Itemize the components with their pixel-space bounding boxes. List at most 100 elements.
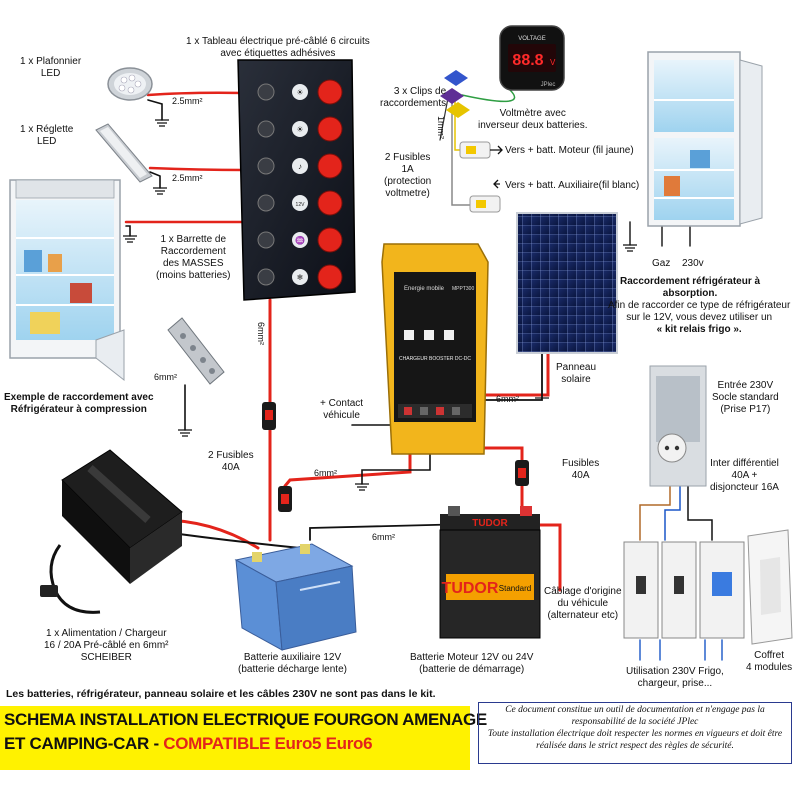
label-reglette: 1 x Réglette LED	[20, 124, 73, 148]
label-line: Raccordement réfrigérateur à	[620, 276, 761, 287]
label-batt-aux: Batterie auxiliaire 12V (batterie déchar…	[238, 652, 347, 676]
wire-gauge-label: 6mm²	[372, 532, 395, 542]
wire-230-b	[664, 479, 681, 541]
wire-voltmeter-3	[451, 99, 471, 206]
label-entree-230: Entrée 230V Socle standard (Prise P17)	[712, 380, 779, 416]
label-fusibles-40a-left: 2 Fusibles 40A	[208, 450, 254, 474]
label-absorption-body: Afin de raccorder ce type de réfrigérate…	[608, 300, 790, 336]
label-line: Afin de raccorder ce type de réfrigérate…	[608, 300, 791, 311]
wire-solar-black	[463, 351, 543, 401]
label-panneau: Panneau solaire	[556, 362, 596, 386]
label-line: Fusibles	[562, 458, 600, 469]
wire-voltmeter-4	[439, 97, 449, 141]
wire-reglette-black	[149, 171, 161, 189]
label-plafonnier: 1 x Plafonnier LED	[20, 56, 81, 80]
wire-gauge-label: 6mm²	[496, 394, 519, 404]
panel-circuit-icon	[292, 84, 308, 100]
label-line: LED	[40, 68, 61, 79]
tudor-label: Standard	[499, 584, 531, 593]
booster-dc-dc: Energie mobile MPPT300 CHARGEUR BOOSTER …	[381, 243, 489, 455]
label-line: Exemple de raccordement avec	[4, 392, 154, 403]
solar-panel	[516, 212, 618, 354]
ground-symbols	[123, 119, 637, 491]
label-line: (alternateur etc)	[547, 610, 619, 621]
tudor-top: TUDOR	[472, 518, 508, 529]
label-line: du véhicule	[557, 598, 609, 609]
panel-circuit-icon	[292, 195, 308, 211]
wire-gauge-label: 2.5mm²	[172, 96, 203, 106]
wire-fridge-black	[125, 225, 131, 237]
wire-origin	[538, 523, 562, 592]
label-line: Batterie auxiliaire 12V	[243, 652, 342, 663]
label-line: (batterie décharge lente)	[238, 664, 347, 675]
panel-circuit-row: ♪	[257, 153, 343, 179]
label-line: (batterie de démarrage)	[419, 664, 525, 675]
panel-circuit-row: ♒	[257, 227, 343, 253]
fridge-compression	[9, 179, 125, 382]
label-230v: 230v	[682, 258, 704, 269]
booster-brand: Energie mobile	[404, 286, 445, 292]
fridge-absorption	[647, 51, 763, 227]
coffret-4-modules	[747, 529, 793, 645]
title-line-2-compat: COMPATIBLE Euro5 Euro6	[163, 734, 373, 753]
arrow-icon	[493, 179, 500, 189]
ground-icon	[155, 119, 169, 127]
label-line: Voltmètre avec	[499, 108, 566, 119]
title-box	[0, 706, 470, 770]
label-line: Coffret	[754, 650, 784, 661]
label-inter-diff: Inter différentiel 40A + disjoncteur 16A	[710, 458, 779, 494]
panel-circuit-glyph: ❄	[297, 273, 304, 282]
wire-230-d	[639, 639, 723, 661]
voltmeter-brand: JPlec	[541, 82, 556, 88]
title-line-1: SCHEMA INSTALLATION ELECTRIQUE FOURGON A…	[4, 710, 487, 729]
notice-line: Toute installation électrique doit respe…	[487, 729, 783, 739]
label-line: 1 x Réglette	[20, 124, 74, 135]
label-batt-moteur-jaune: Vers + batt. Moteur (fil jaune)	[505, 145, 634, 156]
voltmeter-reading: 88.8	[512, 52, 543, 69]
label-gaz: Gaz	[652, 258, 671, 269]
panel-circuit-icon	[292, 232, 308, 248]
panel-fuse	[257, 268, 275, 286]
panel-circuit-icon	[292, 121, 308, 137]
label-voltmetre: Voltmètre avec inverseur deux batteries.	[478, 108, 588, 132]
wire-reglette-red	[148, 166, 247, 172]
notice-line: responsabilité de la société JPlec	[571, 717, 699, 727]
panel-circuit-row: 12V	[257, 190, 343, 216]
label-line: LED	[36, 136, 57, 147]
label-coffret: Coffret 4 modules	[746, 650, 792, 674]
label-barrette: 1 x Barrette de Raccordement des MASSES …	[156, 234, 230, 282]
label-cablage: Câblage d'origine du véhicule (alternate…	[544, 586, 622, 622]
booster-label: CHARGEUR BOOSTER DC-DC	[399, 356, 471, 362]
panel-circuit-glyph: ☀	[296, 125, 303, 134]
reglette-led	[95, 123, 153, 183]
label-fusibles-40a-right: Fusibles 40A	[562, 458, 599, 482]
label-line: + Contact	[320, 398, 364, 409]
wire-gauge-label: 1mm²	[436, 116, 446, 139]
panel-circuit-glyph: 12V	[296, 202, 306, 208]
notice-line: Ce document constitue un outil de docume…	[505, 705, 765, 715]
label-line: 1 x Alimentation / Chargeur	[45, 628, 167, 639]
label-line: sur le 12V, vous devez utiliser un	[626, 312, 773, 323]
label-line: SCHEIBER	[80, 652, 132, 663]
plafonnier-led	[107, 67, 153, 101]
label-line: 40A	[571, 470, 590, 481]
label-line: 16 / 20A Pré-câblé en 6mm²	[44, 640, 169, 651]
label-line: chargeur, prise...	[637, 678, 713, 689]
label-line: 1A	[401, 164, 414, 175]
connection-clips	[440, 70, 470, 118]
label-kit-relais: « kit relais frigo ».	[656, 324, 742, 335]
label-line: Batterie Moteur 12V ou 24V	[410, 652, 534, 663]
ground-icon	[355, 483, 369, 491]
label-line: solaire	[561, 374, 591, 385]
panel-circuit-row: ☀	[257, 79, 343, 105]
label-line: voltmetre)	[385, 188, 430, 199]
label-line: inverseur deux batteries.	[478, 120, 588, 131]
panel-fuse	[257, 157, 275, 175]
label-line: véhicule	[323, 410, 360, 421]
disclaimer-notice: Ce document constitue un outil de docume…	[478, 702, 792, 764]
label-line: 40A	[221, 462, 240, 473]
label-tableau: 1 x Tableau électrique pré-câblé 6 circu…	[186, 36, 370, 60]
panel-rocker-switch	[317, 79, 343, 105]
voltmeter-header: VOLTAGE	[518, 36, 545, 42]
